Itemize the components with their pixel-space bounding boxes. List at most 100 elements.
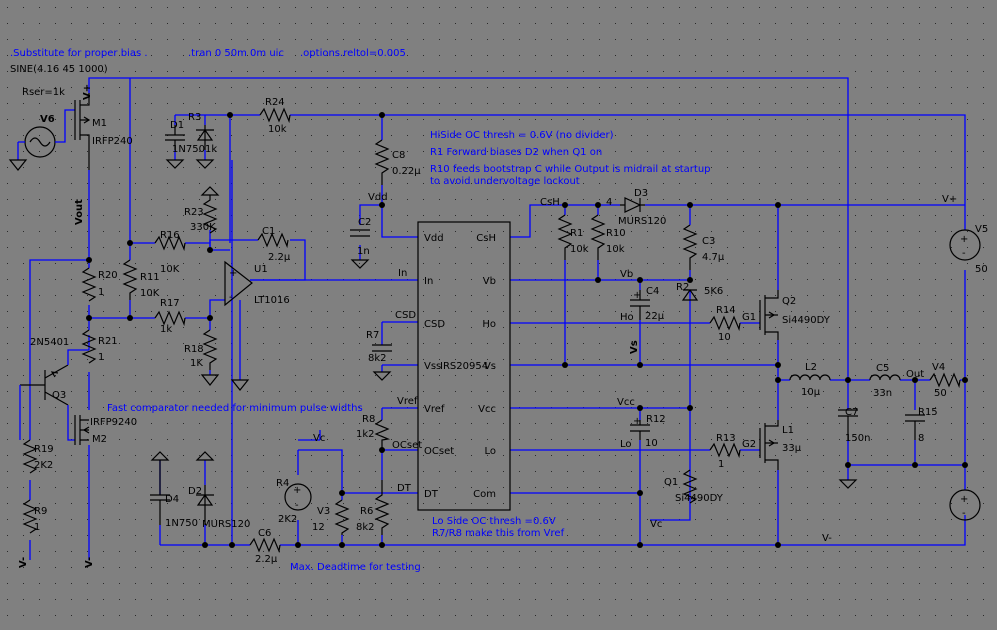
c4-capacitor[interactable]: + R12 10: [630, 414, 666, 449]
u1-minus: -: [229, 292, 233, 303]
ic-pin-vcc: Vcc: [478, 404, 496, 415]
note-r1[interactable]: R1 Forward biases D2 when Q1 on: [430, 147, 602, 158]
v6-rser-value[interactable]: Rser=1k: [22, 87, 65, 98]
c3-ref: C4: [646, 286, 659, 297]
note-loside[interactable]: Lo Side OC thresh =0.6V: [432, 516, 556, 527]
c2-ref: R7: [366, 330, 379, 341]
r20-resistor[interactable]: R20 1: [81, 267, 118, 302]
v5-plus: +: [960, 494, 968, 505]
net-vdd: Vdd: [368, 192, 388, 203]
v4-value: 50: [975, 264, 988, 275]
q1-nmos[interactable]: Q2 Si4490DY: [759, 290, 831, 340]
c5-value: 150n: [845, 433, 870, 444]
note-r10-2[interactable]: to avoid undervoltage lockout: [430, 176, 580, 187]
d2-diode[interactable]: D3 MURS120: [618, 188, 666, 227]
net-vminus-left2: V-: [84, 557, 95, 568]
r15-resistor[interactable]: V4 50: [929, 362, 961, 399]
d3-ref: R2: [676, 282, 689, 293]
r21-ref: R21: [98, 336, 118, 347]
r2-ref: R1: [570, 228, 583, 239]
v4-minus: -: [962, 248, 966, 259]
l2-inductor[interactable]: C5 33n: [869, 363, 901, 399]
r4-resistor[interactable]: C6 2.2µ: [249, 528, 281, 565]
v3-source[interactable]: + - R4 2K2: [276, 478, 312, 525]
r22-resistor[interactable]: R19 2K2: [22, 439, 54, 474]
r17-resistor[interactable]: R18 1K: [184, 329, 220, 386]
v4-ref: V5: [975, 224, 988, 235]
r10-resistor[interactable]: C3 4.7µ: [682, 224, 725, 270]
directive-substitute[interactable]: .Substitute for proper bias .: [10, 48, 148, 59]
r16-resistor[interactable]: R17 1k: [154, 298, 186, 335]
r9-value: 10K: [140, 288, 160, 299]
r14-resistor[interactable]: R13 1: [709, 433, 741, 470]
r9-resistor[interactable]: R11 10K: [122, 259, 160, 300]
r11-resistor[interactable]: R16 10K: [154, 230, 186, 275]
note-fastcomp[interactable]: Fast comparator needed for minimum pulse…: [107, 403, 363, 414]
ic-pin-dt: DT: [424, 489, 439, 500]
r18-resistor[interactable]: R23 330K: [184, 186, 220, 234]
ic-pin-vref: Vref: [424, 404, 445, 415]
r7-resistor[interactable]: R8 1k2: [356, 414, 391, 450]
u1-comparator[interactable]: + - U1 LT1016: [224, 260, 290, 391]
v5-source[interactable]: + -: [949, 489, 981, 521]
c2-capacitor[interactable]: R7 8k2: [366, 330, 392, 381]
c3-capacitor[interactable]: + C4 22µ: [630, 286, 665, 322]
r13-resistor[interactable]: Q1 Si4490DY: [664, 469, 724, 504]
r23-resistor[interactable]: C1 2.2µ: [257, 226, 291, 263]
m1-nmos[interactable]: M1 IRFP240: [74, 93, 133, 170]
v6-source[interactable]: V6: [8, 109, 75, 171]
r18-value: 330K: [190, 222, 216, 233]
c8-capacitor[interactable]: C2 1n: [350, 217, 371, 269]
q3-pnp[interactable]: 2N5401 Q3: [19, 337, 89, 441]
m2-pmos[interactable]: IRFP9240 M2: [74, 415, 137, 445]
net-4: 4: [606, 197, 612, 208]
q2-ref: L1: [782, 425, 794, 436]
directive-options[interactable]: .options.reltol=0.005: [300, 48, 406, 59]
r6-resistor[interactable]: V3 12: [312, 499, 350, 535]
r3-resistor[interactable]: R24 10k: [259, 97, 291, 135]
q1-ref: Q2: [782, 296, 796, 307]
r10-value: 4.7µ: [702, 252, 725, 263]
r8-resistor[interactable]: R6 8k2: [356, 480, 390, 535]
r18-ref: R23: [184, 207, 204, 218]
r21-value: 1: [98, 352, 104, 363]
v4-source[interactable]: + - V5 50: [949, 224, 988, 275]
directive-tran[interactable]: .tran 0 50m 0m uic: [188, 48, 284, 59]
note-r10-1[interactable]: R10 feeds bootstrap C while Output is mi…: [430, 164, 711, 175]
note-deadtime[interactable]: Max. Deadtime for testing: [290, 562, 421, 573]
net-vminus-right: V-: [822, 533, 832, 544]
r24-resistor[interactable]: C8 0.22µ: [374, 139, 421, 185]
net-vc-right: Vc: [650, 519, 662, 530]
d4-zener[interactable]: D2 MURS120: [188, 451, 250, 530]
note-hiside[interactable]: HiSide OC thresh = 0.6V (no divider): [430, 130, 614, 141]
c7-capacitor[interactable]: R15 8: [905, 407, 938, 444]
r11-value: 10K: [160, 264, 180, 275]
net-ho: Ho: [620, 312, 634, 323]
c5-capacitor[interactable]: C7 150n: [838, 407, 870, 489]
r1-ref: R10: [606, 228, 626, 239]
q2-nmos[interactable]: L1 33µ: [759, 420, 802, 470]
r21-resistor[interactable]: R21 1: [81, 329, 118, 364]
net-g2: G2: [742, 439, 756, 450]
d3-diode[interactable]: R2 5K6: [676, 282, 723, 301]
ic-irs20954[interactable]: Vdd In CSD Vss Vref OCset DT CsH Vb Ho V…: [417, 221, 511, 511]
r19-resistor[interactable]: R9 1: [22, 499, 47, 534]
r1-resistor[interactable]: R10 10k: [590, 214, 626, 260]
l1-ref: L2: [805, 362, 817, 373]
r4-ref: C6: [258, 528, 271, 539]
net-ocset: OCset: [392, 440, 422, 451]
net-vout: Vout: [74, 199, 85, 225]
l2-value: 33n: [873, 388, 892, 399]
r12-resistor[interactable]: R14 10: [709, 305, 741, 343]
d3-value: 5K6: [704, 286, 723, 297]
r14-value: 1: [718, 459, 724, 470]
v6-sine-value[interactable]: SINE(4.16 45 1000): [10, 64, 108, 75]
c6-capacitor[interactable]: D4 1N750: [150, 451, 198, 529]
v3-ref: R4: [276, 478, 289, 489]
d1-zener[interactable]: R3 1k: [188, 112, 217, 169]
r17-ref: R18: [184, 344, 204, 355]
r2-resistor[interactable]: R1 10k: [557, 214, 589, 260]
c1-capacitor[interactable]: D1 1N750: [165, 120, 205, 169]
note-r7r8[interactable]: R7/R8 make this from Vref: [432, 528, 565, 539]
l1-inductor[interactable]: L2 10µ: [789, 362, 831, 398]
